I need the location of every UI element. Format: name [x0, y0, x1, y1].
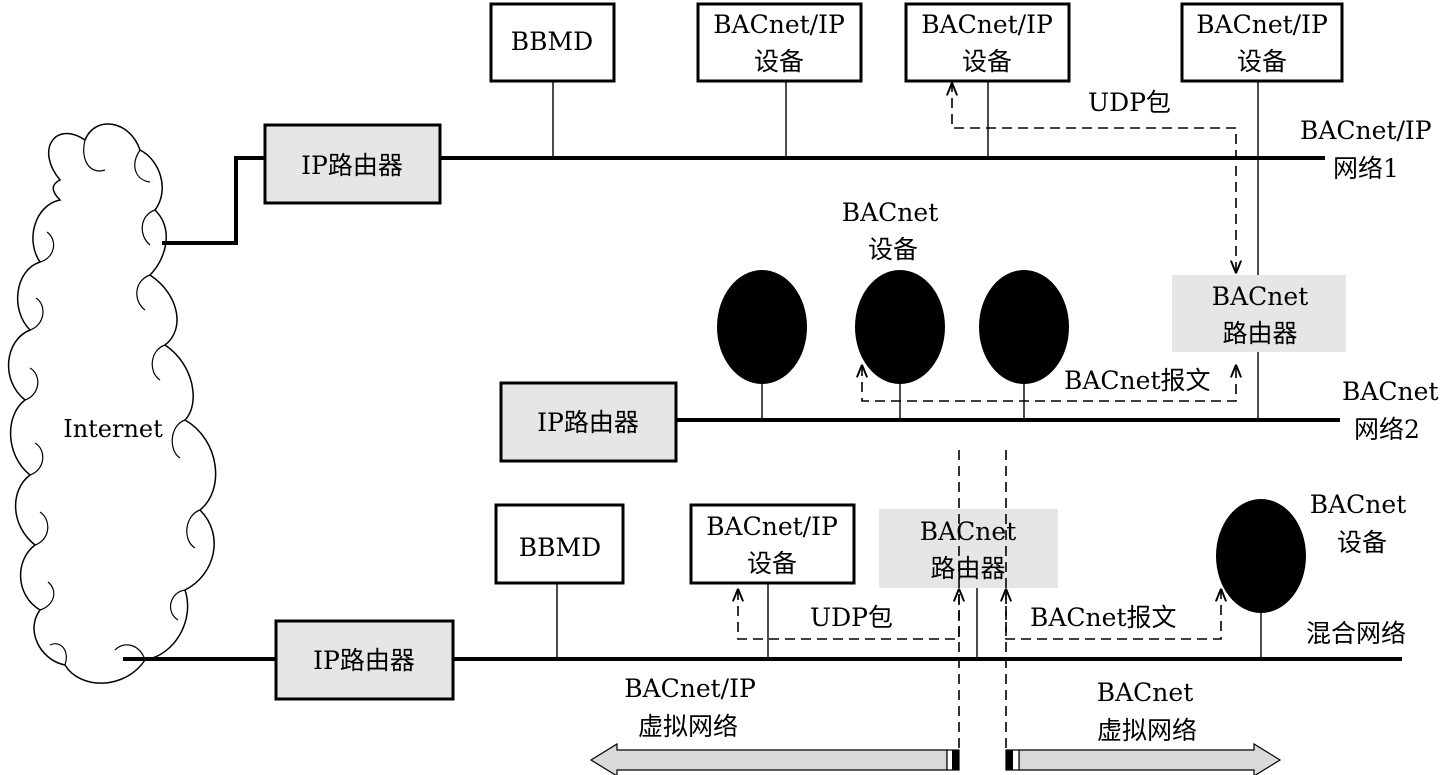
bacnet-device-2c [979, 270, 1069, 384]
udp-label-3: UDP包 [810, 603, 893, 632]
bbmd-1 [489, 2, 616, 83]
bbmd-3-label: BBMD [519, 533, 601, 562]
virtual-ip-arrow-icon [589, 742, 948, 775]
bacnet-message-label-3: BACnet报文 [1030, 603, 1177, 632]
ip-device-1a [696, 2, 863, 83]
ip-router-3 [274, 619, 455, 701]
virtual-bacnet-arrow-icon [1018, 742, 1282, 775]
network-1-label-line1: BACnet/IP [1300, 116, 1432, 145]
bacnet-router-3-line2: 路由器 [930, 554, 1005, 583]
ip-router-1 [263, 123, 442, 205]
bacnet-device-3-label-line1: BACnet [1310, 490, 1407, 519]
virtual-bacnet-label-line2: 虚拟网络 [1097, 716, 1197, 745]
ip-router-1-label: IP路由器 [301, 151, 403, 180]
virtual-ip-arrow-tail-mark [952, 750, 959, 770]
bbmd-3 [494, 503, 625, 585]
bacnet-device-3-label-line2: 设备 [1337, 528, 1387, 557]
network-1-label-line2: 网络1 [1333, 154, 1399, 183]
virtual-bacnet-label-line1: BACnet [1097, 678, 1194, 707]
ip-router-2-label: IP路由器 [537, 408, 639, 437]
bbmd-1-label: BBMD [511, 27, 593, 56]
virtual-ip-label-line1: BACnet/IP [624, 674, 756, 703]
udp-path-3 [738, 590, 959, 640]
virtual-ip-label-line2: 虚拟网络 [638, 712, 738, 741]
udp-label-1: UDP包 [1088, 88, 1171, 117]
internet-cloud-icon [8, 123, 217, 684]
bacnet-router-1 [1172, 275, 1346, 352]
bacnet-message-path-3 [1006, 590, 1221, 640]
internet-label: Internet [63, 415, 163, 443]
ip-device-1b-line1: BACnet/IP [921, 10, 1053, 39]
ip-device-1b-line2: 设备 [962, 47, 1012, 76]
mixed-network-label: 混合网络 [1306, 619, 1406, 648]
internet-link-1 [162, 156, 265, 245]
bacnet-device-2-label-line1: BACnet [842, 198, 939, 227]
bacnet-router-3-line1: BACnet [920, 517, 1017, 546]
udp-path-1 [952, 84, 1236, 272]
bacnet-device-2a [717, 270, 807, 384]
bacnet-message-path-2 [862, 366, 1236, 402]
bacnet-message-label-2: BACnet报文 [1064, 366, 1211, 395]
ip-device-1c [1180, 2, 1344, 83]
network-2-label-line1: BACnet [1342, 377, 1439, 406]
bacnet-router-1-line1: BACnet [1212, 282, 1309, 311]
ip-device-1a-line2: 设备 [754, 47, 804, 76]
bacnet-router-3 [879, 509, 1058, 588]
ip-device-1c-line1: BACnet/IP [1196, 10, 1328, 39]
ip-device-1c-line2: 设备 [1237, 47, 1287, 76]
bacnet-device-3 [1216, 499, 1306, 613]
ip-device-3-line1: BACnet/IP [706, 512, 838, 541]
virtual-bacnet-arrow-tail-mark [1006, 750, 1013, 770]
ip-device-3-line2: 设备 [747, 549, 797, 578]
ip-device-3 [689, 503, 856, 585]
bacnet-router-1-line2: 路由器 [1222, 319, 1297, 348]
ip-router-3-label: IP路由器 [313, 646, 415, 675]
bacnet-device-2b [855, 270, 945, 384]
network-2-label-line2: 网络2 [1354, 415, 1420, 444]
ip-device-1a-line1: BACnet/IP [713, 10, 845, 39]
ip-router-2 [499, 381, 678, 463]
bacnet-device-2-label-line2: 设备 [868, 235, 918, 264]
